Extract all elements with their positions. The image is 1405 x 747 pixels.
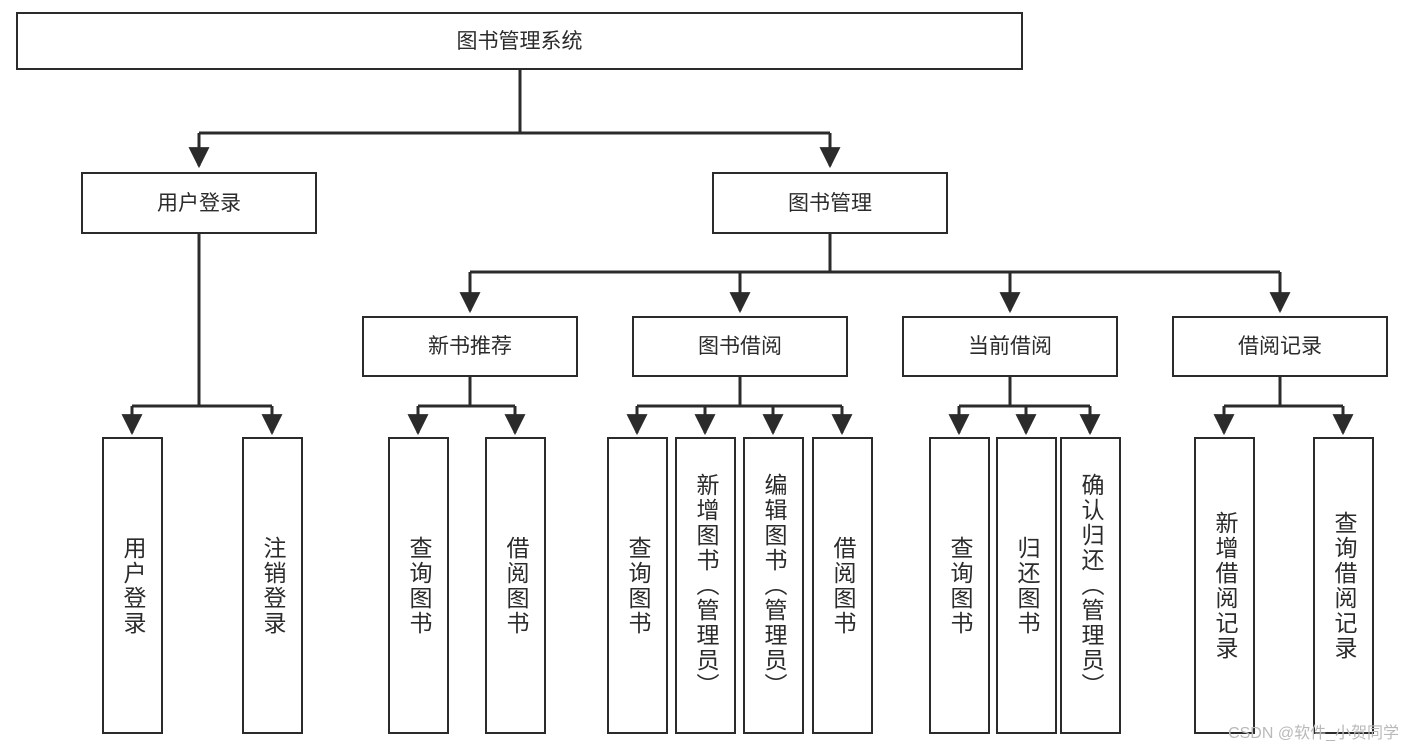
node-label: 新增借阅记录 (1212, 510, 1238, 661)
node-root-system[interactable]: 图书管理系统 (16, 12, 1023, 70)
leaf-current-query-book[interactable]: 查询图书 (929, 437, 990, 734)
leaf-user-login-signin[interactable]: 用户登录 (102, 437, 163, 734)
leaf-record-add-record[interactable]: 新增借阅记录 (1194, 437, 1255, 734)
node-label: 用户登录 (157, 191, 241, 215)
node-book-borrow[interactable]: 图书借阅 (632, 316, 848, 377)
node-current-borrow[interactable]: 当前借阅 (902, 316, 1118, 377)
node-label: 用户登录 (120, 535, 146, 636)
node-label: 图书借阅 (698, 335, 782, 358)
node-label: 借阅记录 (1238, 335, 1322, 358)
node-label: 借阅图书 (830, 535, 856, 636)
leaf-user-login-signout[interactable]: 注销登录 (242, 437, 303, 734)
leaf-borrow-edit-book-admin[interactable]: 编辑图书（管理员） (743, 437, 804, 734)
leaf-borrow-query-book[interactable]: 查询图书 (607, 437, 668, 734)
watermark: CSDN @软件_小贺同学 (1228, 725, 1399, 742)
leaf-current-return-book[interactable]: 归还图书 (996, 437, 1057, 734)
leaf-current-confirm-return-admin[interactable]: 确认归还（管理员） (1060, 437, 1121, 734)
node-label: 编辑图书（管理员） (761, 473, 787, 698)
node-label: 查询图书 (406, 535, 432, 636)
node-label: 注销登录 (260, 535, 286, 636)
leaf-borrow-add-book-admin[interactable]: 新增图书（管理员） (675, 437, 736, 734)
node-label: 确认归还（管理员） (1078, 473, 1104, 698)
node-label: 图书管理系统 (456, 29, 583, 53)
node-borrow-record[interactable]: 借阅记录 (1172, 316, 1388, 377)
node-label: 新书推荐 (428, 335, 512, 358)
node-label: 新增图书（管理员） (693, 473, 719, 698)
node-label: 查询图书 (947, 535, 973, 636)
leaf-recommend-borrow-book[interactable]: 借阅图书 (485, 437, 546, 734)
node-new-book-recommend[interactable]: 新书推荐 (362, 316, 578, 377)
node-label: 归还图书 (1014, 535, 1040, 636)
leaf-recommend-query-book[interactable]: 查询图书 (388, 437, 449, 734)
node-label: 查询借阅记录 (1331, 510, 1357, 661)
node-label: 当前借阅 (968, 335, 1052, 358)
node-user-login[interactable]: 用户登录 (81, 172, 317, 234)
node-label: 图书管理 (788, 191, 872, 215)
leaf-record-query-record[interactable]: 查询借阅记录 (1313, 437, 1374, 734)
node-label: 查询图书 (625, 535, 651, 636)
leaf-borrow-borrow-book[interactable]: 借阅图书 (812, 437, 873, 734)
node-book-management[interactable]: 图书管理 (712, 172, 948, 234)
node-label: 借阅图书 (503, 535, 529, 636)
